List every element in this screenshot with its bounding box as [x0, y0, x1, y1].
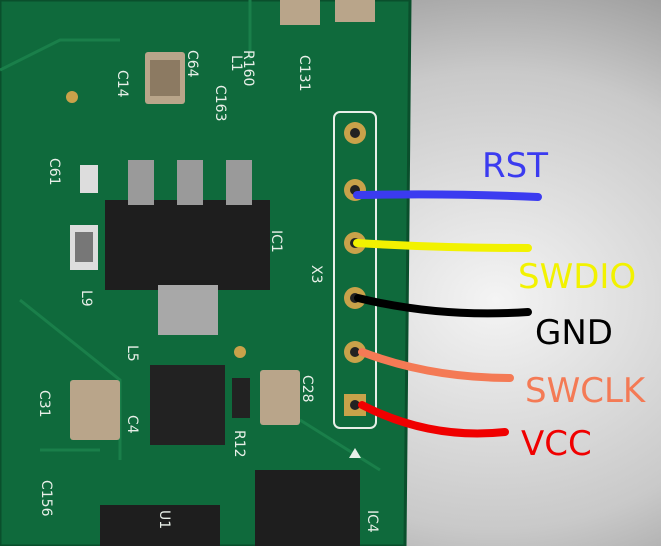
- gnd-label: GND: [535, 313, 613, 353]
- vcc-label: VCC: [521, 424, 592, 464]
- swdio-wire: [353, 239, 532, 252]
- svg-text:L9: L9: [78, 290, 94, 307]
- svg-text:IC1: IC1: [268, 230, 284, 253]
- svg-text:C64: C64: [184, 50, 200, 78]
- svg-text:C156: C156: [38, 480, 54, 517]
- rst-wire: [353, 190, 542, 201]
- svg-text:C4: C4: [124, 415, 140, 434]
- svg-text:L1: L1: [228, 55, 244, 72]
- svg-text:C61: C61: [46, 158, 62, 186]
- svg-text:C28: C28: [299, 375, 315, 403]
- svg-text:L5: L5: [124, 345, 140, 362]
- svg-text:R160: R160: [240, 50, 256, 86]
- annotation-wires: [353, 190, 542, 438]
- svg-text:C31: C31: [36, 390, 52, 418]
- svg-text:U1: U1: [156, 510, 172, 529]
- svg-text:C14: C14: [114, 70, 130, 98]
- rst-label: RST: [482, 146, 548, 186]
- silkscreen-labels: C64 L1 R160 C131 C163 C14 C61 IC1 X3 L9 …: [36, 50, 380, 533]
- svg-text:C131: C131: [296, 55, 312, 92]
- header-outline: [333, 111, 377, 429]
- swdio-label: SWDIO: [518, 257, 636, 297]
- svg-text:R12: R12: [231, 430, 247, 458]
- svg-text:C163: C163: [212, 85, 228, 122]
- svg-text:X3: X3: [308, 265, 324, 284]
- components: [66, 0, 375, 546]
- vcc-wire: [358, 401, 509, 438]
- swclk-label: SWCLK: [525, 371, 647, 411]
- gnd-wire: [354, 294, 532, 318]
- swclk-wire: [358, 348, 514, 382]
- svg-text:IC4: IC4: [364, 510, 380, 533]
